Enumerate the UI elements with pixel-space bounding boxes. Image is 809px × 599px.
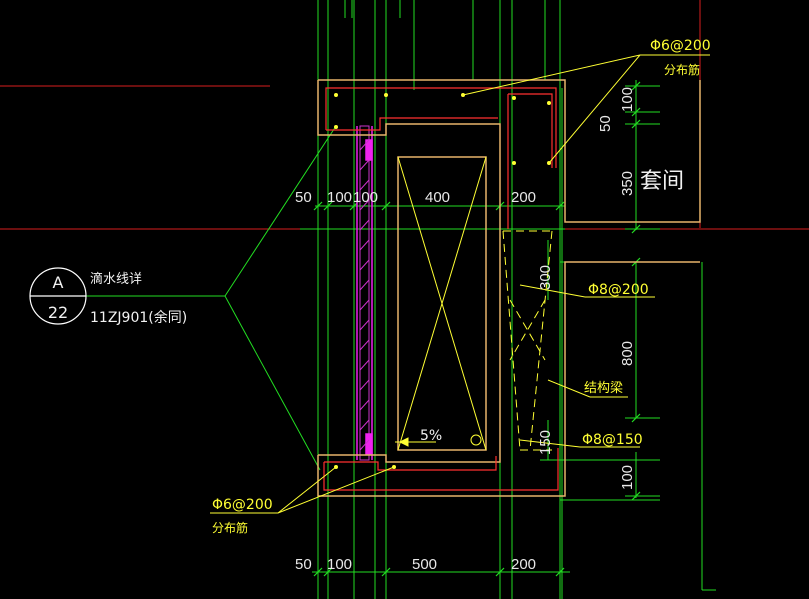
vertical-dimensions: 100 50 350 300 800 150 100 bbox=[537, 87, 636, 490]
dim-bot-500: 500 bbox=[412, 556, 437, 573]
red-lines bbox=[0, 0, 809, 230]
structural-beam bbox=[502, 230, 553, 451]
rebar-callouts: Φ6@200 分布筋 Φ8@200 Φ8@150 Φ6@200 分布筋 bbox=[212, 38, 711, 535]
dim-right-800: 800 bbox=[619, 341, 636, 366]
slope-label: 5% bbox=[420, 428, 442, 444]
concrete-outline bbox=[317, 79, 701, 497]
dim-mid-150: 150 bbox=[537, 430, 554, 455]
dim-top-200: 200 bbox=[511, 189, 536, 206]
mid-rebar-spec: Φ8@200 bbox=[588, 282, 649, 298]
detail-ref-bottom: 22 bbox=[48, 303, 68, 322]
bottom-dimensions: 50 100 500 200 bbox=[295, 556, 536, 573]
top-dimensions: 50 100 100 400 200 bbox=[295, 189, 536, 206]
dim-right-100-bot: 100 bbox=[619, 465, 636, 490]
dim-bot-200: 200 bbox=[511, 556, 536, 573]
green-grid bbox=[85, 0, 716, 599]
window-frame bbox=[356, 125, 373, 461]
dim-right-350: 350 bbox=[619, 171, 636, 196]
bot-rebar-note: 分布筋 bbox=[212, 520, 248, 535]
dim-top-400: 400 bbox=[425, 189, 450, 206]
dim-right-100-top: 100 bbox=[619, 87, 636, 112]
top-rebar-spec: Φ6@200 bbox=[650, 38, 711, 54]
detail-title: 滴水线详 bbox=[90, 271, 142, 287]
top-rebar-note: 分布筋 bbox=[664, 62, 700, 77]
structural-beam-label: 结构梁 bbox=[584, 381, 623, 396]
dim-top-100a: 100 bbox=[327, 189, 352, 206]
detail-reference: A 22 滴水线详 11ZJ901(余同) bbox=[29, 267, 187, 326]
dimension-ticks bbox=[313, 81, 641, 577]
dim-bot-50: 50 bbox=[295, 556, 312, 573]
dim-top-100b: 100 bbox=[353, 189, 378, 206]
detail-standard: 11ZJ901(余同) bbox=[90, 309, 187, 326]
room-label: 套间 bbox=[640, 169, 684, 194]
low-rebar-spec: Φ8@150 bbox=[582, 432, 643, 448]
detail-ref-top: A bbox=[53, 273, 64, 292]
dim-bot-100: 100 bbox=[327, 556, 352, 573]
dim-top-50: 50 bbox=[295, 189, 312, 206]
bot-rebar-spec: Φ6@200 bbox=[212, 497, 273, 513]
dim-right-50: 50 bbox=[597, 115, 614, 132]
dim-mid-300: 300 bbox=[537, 265, 554, 290]
window-hatch bbox=[359, 139, 370, 451]
yellow-lines bbox=[210, 54, 710, 514]
